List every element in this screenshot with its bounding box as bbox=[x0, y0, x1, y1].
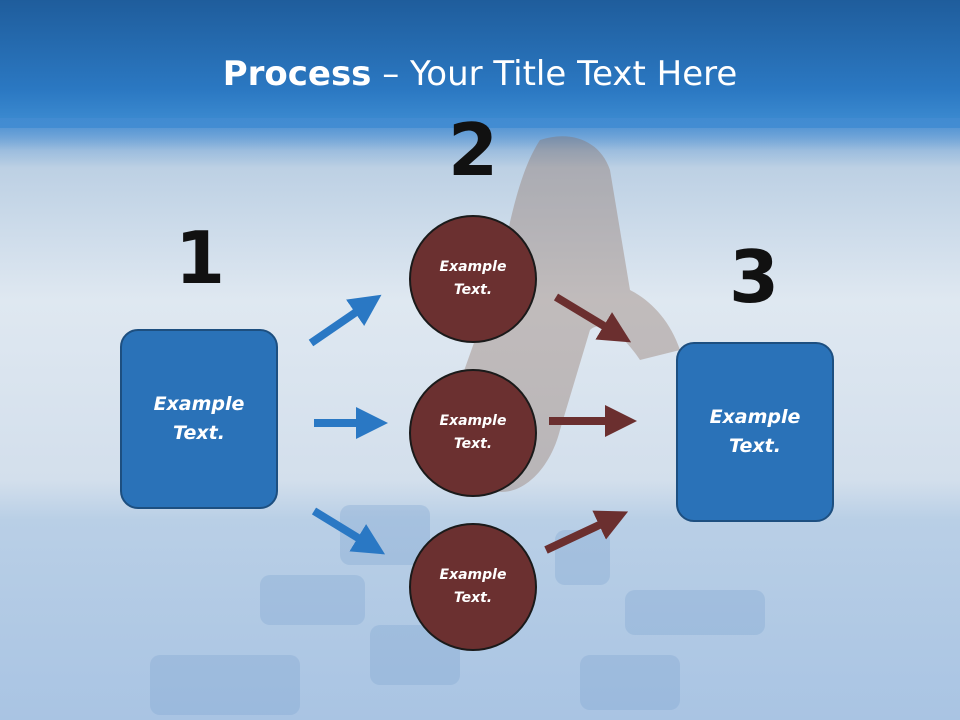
process-circle-middle: Example Text. bbox=[409, 369, 537, 497]
circle-middle-line1: Example bbox=[439, 413, 507, 429]
left-box-line1: Example bbox=[153, 393, 245, 415]
right-process-box: Example Text. bbox=[676, 342, 834, 522]
background-tile bbox=[580, 655, 680, 710]
title-rest: – Your Title Text Here bbox=[371, 54, 738, 94]
background-tile bbox=[260, 575, 365, 625]
circle-top-line1: Example bbox=[439, 259, 507, 275]
arrow-from-circle-top bbox=[553, 293, 632, 343]
right-box-line2: Text. bbox=[729, 435, 781, 457]
background-tile bbox=[625, 590, 765, 635]
left-process-box: Example Text. bbox=[120, 329, 278, 509]
circle-middle-line2: Text. bbox=[453, 436, 493, 452]
process-circle-bottom: Example Text. bbox=[409, 523, 537, 651]
title-bar-fade bbox=[0, 118, 960, 168]
step-number-2: 2 bbox=[447, 108, 499, 192]
process-circle-top: Example Text. bbox=[409, 215, 537, 343]
circle-top-line2: Text. bbox=[453, 282, 493, 298]
circle-bottom-line1: Example bbox=[439, 567, 507, 583]
slide-title: Process – Your Title Text Here bbox=[0, 52, 960, 96]
circle-bottom-line2: Text. bbox=[453, 590, 493, 606]
arrow-to-circle-bottom bbox=[311, 507, 386, 555]
step-number-3: 3 bbox=[728, 235, 780, 319]
right-box-line1: Example bbox=[709, 406, 801, 428]
step-number-1: 1 bbox=[174, 216, 226, 300]
title-bar bbox=[0, 0, 960, 128]
left-box-line2: Text. bbox=[173, 422, 225, 444]
background-tile bbox=[150, 655, 300, 715]
arrow-from-circle-bottom bbox=[544, 510, 629, 554]
arrow-to-circle-top bbox=[308, 294, 382, 347]
title-bold: Process bbox=[222, 54, 372, 94]
